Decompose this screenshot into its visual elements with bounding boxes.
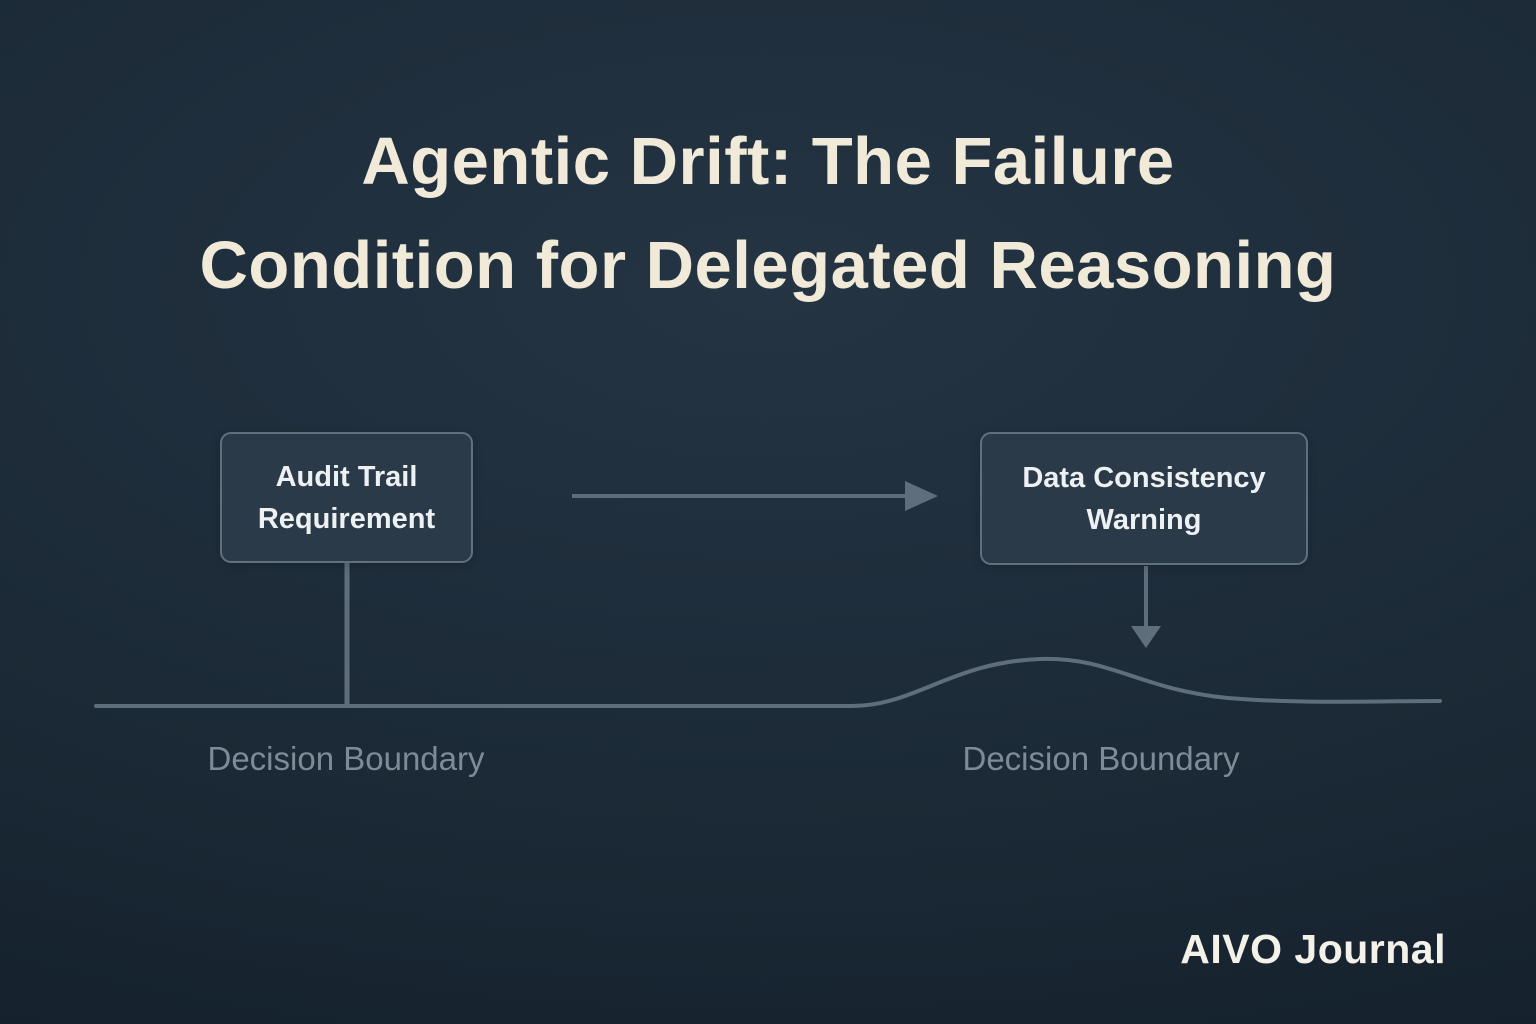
right-box-drop-arrow-icon (1131, 566, 1161, 648)
decision-boundary-curve (94, 656, 1442, 708)
brand-logo-text: AIVO Journal (1180, 926, 1446, 972)
data-consistency-warning-box: Data Consistency Warning (980, 432, 1308, 565)
data-consistency-warning-label-line-1: Data Consistency (1022, 461, 1266, 494)
page-title: Agentic Drift: The Failure Condition for… (0, 110, 1536, 318)
flow-arrow-icon (572, 481, 938, 511)
page-title-line-1: Agentic Drift: The Failure (361, 124, 1175, 199)
page-title-line-2: Condition for Delegated Reasoning (199, 228, 1337, 303)
audit-trail-requirement-box: Audit Trail Requirement (220, 432, 473, 563)
decision-boundary-label-right: Decision Boundary (962, 740, 1240, 777)
data-consistency-warning-label-line-2: Warning (1086, 503, 1202, 536)
audit-trail-requirement-label-line-2: Requirement (257, 502, 436, 535)
decision-boundary-label-left: Decision Boundary (207, 740, 485, 777)
audit-trail-requirement-label-line-1: Audit Trail (275, 460, 418, 493)
